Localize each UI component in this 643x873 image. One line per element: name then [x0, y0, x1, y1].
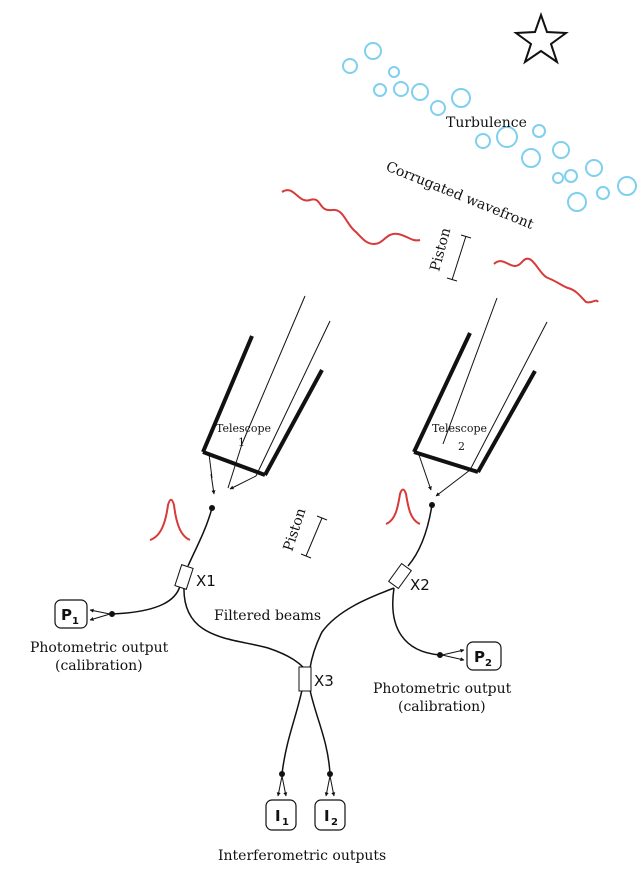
telescope-1: Telescope 1	[201, 335, 324, 495]
wavefront-right	[493, 257, 599, 304]
piston-bar-top	[451, 235, 467, 281]
filtered-beams-label: Filtered beams	[214, 608, 321, 624]
telescope1-label: Telescope	[216, 422, 271, 435]
coupler-x1	[174, 564, 194, 590]
star-icon	[513, 11, 569, 65]
turbulence-label: Turbulence	[446, 115, 527, 131]
x1-label: X1	[196, 572, 216, 590]
x3-label: X3	[314, 672, 334, 690]
photometric-output-2-line1: Photometric output	[373, 681, 512, 697]
photometric-detector-p1	[54, 599, 88, 629]
optical-fibers	[111, 504, 441, 775]
telescope-2: Telescope 2	[412, 332, 537, 497]
turbulence-bubbles	[342, 42, 637, 212]
wavefront-label: Corrugated wavefront	[384, 159, 537, 233]
interferometric-outputs-label: Interferometric outputs	[218, 848, 386, 864]
telescope2-number: 2	[458, 440, 465, 453]
photometric-output-1-line2: (calibration)	[55, 658, 143, 674]
p1-letter: P	[61, 606, 72, 624]
coupler-x3	[298, 666, 312, 692]
photometric-output-2-line2: (calibration)	[398, 699, 486, 715]
coupler-x2	[387, 562, 413, 590]
pulse-right	[385, 488, 421, 525]
interferometric-detector-i1	[265, 799, 297, 831]
i2-letter: I	[324, 807, 330, 825]
p1-subscript: 1	[72, 616, 79, 627]
telescope2-label: Telescope	[432, 422, 487, 435]
piston-label-top: Piston	[427, 226, 454, 273]
photometric-detector-p2	[466, 641, 502, 671]
piston-bar-mid	[305, 517, 323, 557]
interferometric-detector-i2	[314, 799, 346, 831]
i1-subscript: 1	[282, 817, 289, 828]
pulse-left	[149, 498, 191, 541]
telescope1-rays	[241, 295, 331, 477]
photometric-output-1-line1: Photometric output	[30, 640, 169, 656]
p2-subscript: 2	[485, 658, 492, 669]
p2-letter: P	[474, 648, 485, 666]
telescope2-rays	[442, 297, 548, 471]
i2-subscript: 2	[331, 817, 338, 828]
wavefront-left	[281, 189, 421, 246]
x2-label: X2	[410, 576, 430, 594]
piston-label-mid: Piston	[281, 506, 310, 553]
telescope1-number: 1	[238, 436, 245, 449]
i1-letter: I	[275, 807, 281, 825]
